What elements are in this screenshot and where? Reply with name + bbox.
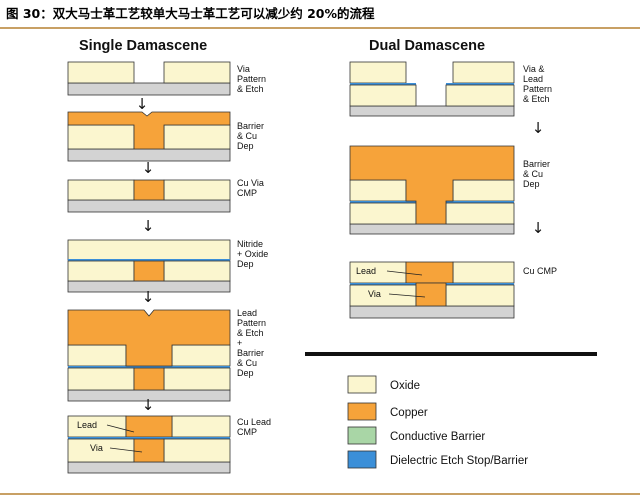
dual-step-1-structure (349, 61, 515, 117)
single-step-3-structure (67, 179, 231, 213)
legend-label-copper: Copper (390, 407, 428, 419)
legend-swatch-oxide (347, 375, 377, 394)
title-rule (0, 27, 640, 29)
single-step-6-label: Cu Lead CMP (237, 417, 274, 437)
single-step-1-label: Via Pattern & Etch (237, 64, 269, 94)
single-step-4-label: Nitride + Oxide Dep (237, 239, 271, 269)
single-step-1-structure (67, 61, 231, 96)
dual-lead-pointer (386, 270, 423, 276)
legend-swatch-dielectric-etch-stop (347, 450, 377, 469)
single-damascene-header: Single Damascene (79, 38, 207, 54)
single-step-5-structure (67, 309, 231, 402)
legend: Oxide Copper Conductive Barrier Dielectr… (347, 375, 528, 469)
legend-label-oxide: Oxide (390, 380, 420, 392)
legend-label-conductive-barrier: Conductive Barrier (390, 431, 485, 443)
dual-lead-tag: Lead (356, 266, 376, 276)
legend-divider (305, 352, 597, 356)
single-step-5-label: Lead Pattern & Etch + Barrier & Cu Dep (237, 308, 269, 378)
single-step-2-structure (67, 111, 231, 162)
dual-arrow-1: ↓ (532, 119, 545, 137)
dual-arrow-2: ↓ (532, 219, 545, 237)
dual-step-2-label: Barrier & Cu Dep (523, 159, 553, 189)
dual-via-pointer (388, 293, 426, 298)
single-arrow-1: ↓ (136, 95, 149, 113)
single-step-6-structure (67, 415, 231, 474)
dual-via-tag: Via (368, 289, 381, 299)
legend-label-dielectric-etch-stop: Dielectric Etch Stop/Barrier (390, 455, 528, 467)
dual-step-2-structure (349, 145, 515, 235)
dual-step-1-label: Via & Lead Pattern & Etch (523, 64, 555, 104)
dual-step-3-label: Cu CMP (523, 266, 557, 276)
dual-damascene-header: Dual Damascene (369, 38, 485, 54)
single-lead-pointer (106, 424, 135, 433)
single-arrow-4: ↓ (142, 288, 155, 306)
single-lead-tag: Lead (77, 420, 97, 430)
dual-step-3-structure (349, 261, 515, 319)
bottom-rule (0, 493, 640, 495)
single-via-pointer (109, 447, 143, 453)
single-arrow-5: ↓ (142, 396, 155, 414)
single-arrow-3: ↓ (142, 217, 155, 235)
legend-swatch-copper (347, 402, 377, 421)
figure-title: 图 30：双大马士革工艺较单大马士革工艺可以减少约 20%的流程 (6, 6, 375, 21)
single-via-tag: Via (90, 443, 103, 453)
single-step-2-label: Barrier & Cu Dep (237, 121, 267, 151)
single-step-3-label: Cu Via CMP (237, 178, 266, 198)
single-step-4-structure (67, 239, 231, 293)
single-arrow-2: ↓ (142, 159, 155, 177)
legend-swatch-conductive-barrier (347, 426, 377, 445)
